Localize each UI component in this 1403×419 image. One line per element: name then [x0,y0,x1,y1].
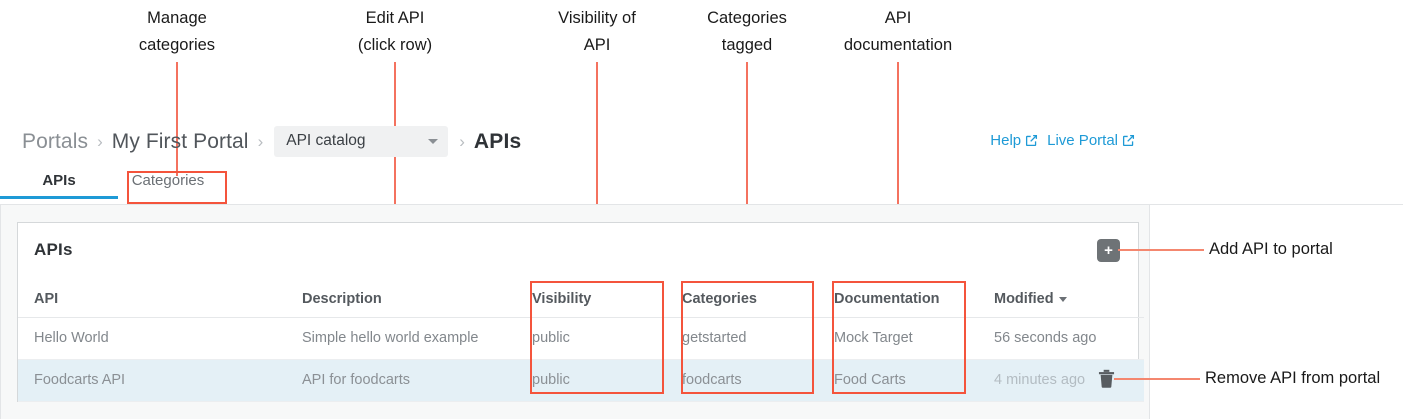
chevron-down-icon [428,138,439,144]
breadcrumb-portal-name[interactable]: My First Portal [111,129,249,153]
cell-description: API for foodcarts [302,359,532,402]
callout-line-2: API [583,36,611,54]
cell-documentation: Mock Target [834,317,994,360]
callout-line-2: categories [138,36,216,54]
column-header-visibility[interactable]: Visibility [532,282,682,318]
trash-icon [1098,369,1115,388]
tab-apis-label: APIs [42,172,76,189]
tab-bar-divider [0,204,1403,205]
leader-line-add-api [1118,249,1204,251]
breadcrumb-portals[interactable]: Portals [22,129,89,153]
breadcrumb-separator-icon: › [257,131,264,151]
callout-remove-api-from-portal: Remove API from portal [1205,369,1381,387]
table-header-row: API Description Visibility Categories Do… [18,282,1144,318]
cell-api: Foodcarts API [18,359,302,402]
callout-api-documentation: API documentation [827,5,969,59]
tab-apis[interactable]: APIs [0,172,118,199]
column-header-api[interactable]: API [18,282,302,318]
catalog-select[interactable]: API catalog [274,126,449,157]
callout-line-2: documentation [843,36,953,54]
callout-line-2: (click row) [357,36,433,54]
breadcrumb-current: APIs [473,129,522,153]
callout-line-1: Categories [707,9,787,27]
column-header-modified[interactable]: Modified [994,282,1144,318]
cell-categories: foodcarts [682,359,834,402]
top-links: Help Live Portal [990,132,1135,149]
cell-modified: 56 seconds ago [994,317,1144,360]
help-link-label: Help [990,132,1022,149]
tab-bar: APIs Categories [0,172,218,205]
callout-categories-tagged: Categories tagged [676,5,818,59]
leader-line-remove-api [1114,378,1200,380]
tab-categories-label: Categories [131,172,205,189]
highlight-box-visibility-column [530,281,664,394]
add-api-button[interactable]: + [1097,239,1120,262]
tab-categories[interactable]: Categories [118,172,218,199]
callout-manage-categories: Manage categories [106,5,248,59]
help-link[interactable]: Help [990,132,1038,149]
cell-visibility: public [532,359,682,402]
table-row[interactable]: Foodcarts API API for foodcarts public f… [18,359,1144,402]
callout-line-1: Manage [147,9,207,27]
cell-categories: getstarted [682,317,834,360]
cell-description: Simple hello world example [302,317,532,360]
table-row[interactable]: Hello World Simple hello world example p… [18,317,1144,360]
callout-line-1: Edit API [365,9,425,27]
cell-modified: 4 minutes ago [994,359,1144,402]
callout-edit-api: Edit API (click row) [324,5,466,59]
leader-line-visibility [596,62,598,283]
cell-api: Hello World [18,317,302,360]
highlight-box-categories-column [681,281,814,394]
sort-descending-icon [1058,296,1067,302]
highlight-box-categories-tab [127,171,227,204]
leader-line-manage-categories [176,62,178,176]
remove-api-button[interactable] [1098,369,1115,388]
column-header-documentation[interactable]: Documentation [834,282,994,318]
external-link-icon [1122,134,1135,147]
callout-line-1: Visibility of [558,9,636,27]
breadcrumb: Portals › My First Portal › API catalog … [22,126,521,157]
callout-line-2: tagged [721,36,773,54]
highlight-box-documentation-column [832,281,966,394]
external-link-icon [1026,134,1038,147]
cell-visibility: public [532,317,682,360]
tab-active-indicator [0,196,118,199]
callout-add-api-to-portal: Add API to portal [1209,240,1333,258]
leader-line-categories [746,62,748,283]
live-portal-link[interactable]: Live Portal [1047,132,1135,149]
callout-visibility-of-api: Visibility of API [526,5,668,59]
breadcrumb-separator-icon: › [459,131,465,151]
leader-line-documentation [897,62,899,283]
breadcrumb-separator-icon: › [97,131,103,151]
plus-icon: + [1104,242,1113,259]
page-title: APIs [34,240,73,259]
column-header-categories[interactable]: Categories [682,282,834,318]
apis-table: API Description Visibility Categories Do… [18,282,1144,402]
callout-line-1: API [884,9,912,27]
live-portal-link-label: Live Portal [1047,132,1118,149]
cell-documentation: Food Carts [834,359,994,402]
catalog-select-value: API catalog [286,132,366,149]
column-header-description[interactable]: Description [302,282,532,318]
column-header-modified-label: Modified [994,291,1054,307]
